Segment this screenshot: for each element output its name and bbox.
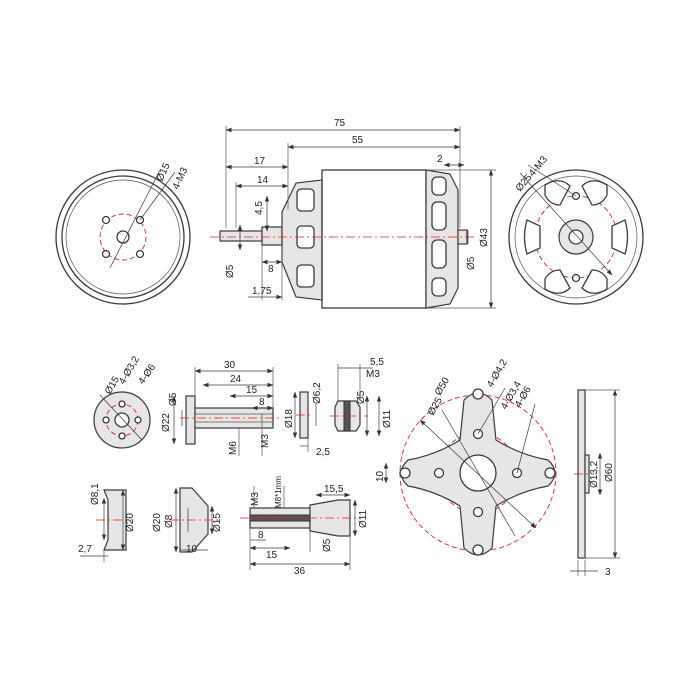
prop-adapter-side-view: 30 24 15 8 Ø22 Ø5 M6 M3 (161, 360, 280, 456)
motor-body (321, 169, 427, 309)
plate-side-view: Ø13,2 Ø60 3 (570, 389, 620, 578)
shaft-hole-icon (116, 230, 130, 244)
nut-dia-5-label: Ø5 (356, 390, 367, 404)
len-75-label: 75 (334, 118, 346, 129)
ring-len-2-7-label: 2,7 (78, 544, 92, 555)
ring-dia-20-label: Ø20 (125, 513, 136, 532)
cone-dia-20-label: Ø20 (152, 513, 163, 532)
nut-m3-label: M3 (366, 369, 380, 380)
washer-len-2-5-label: 2,5 (316, 447, 330, 458)
shaft-5b-label: Ø5 (466, 256, 477, 270)
adapter-dia-22-label: Ø22 (161, 413, 172, 432)
rear-shaft-icon (568, 229, 584, 245)
cross-mount-view: Ø50 Ø25 4-Ø4,2 4-Ø3,4 4-Ø6 10 (375, 357, 557, 556)
plate-len-3-label: 3 (605, 567, 611, 578)
collet-dia-11-label: Ø11 (358, 509, 369, 528)
motor-rear-view: Ø25 4-M3 (508, 154, 644, 305)
cone-len-10-label: 10 (186, 544, 198, 555)
adapter-dia-5-label: Ø5 (168, 392, 179, 406)
collet-len-8-label: 8 (258, 530, 264, 541)
len-1-75-label: 1,75 (252, 286, 272, 297)
cone-side-view: Ø20 Ø8 Ø15 10 (152, 487, 223, 555)
prop-adapter-front-view: Ø15 4-Ø3,2 4-Ø6 (93, 354, 158, 449)
collet-len-15-5-label: 15,5 (324, 484, 344, 495)
mount-hole-icon (101, 249, 111, 259)
len-14-label: 14 (257, 175, 269, 186)
washer-side-view: Ø18 Ø6,2 2,5 (284, 382, 330, 458)
nut-dia-11-label: Ø11 (382, 409, 393, 428)
mount-dia-25-label: Ø25 (426, 395, 445, 417)
ring-side-view: Ø8,1 Ø20 2,7 (78, 483, 136, 562)
nut-len-5-5-label: 5,5 (370, 357, 384, 368)
adapter-len-30-label: 30 (224, 360, 236, 371)
ring-dia-8-1-label: Ø8,1 (90, 483, 101, 505)
mount-len-10-label: 10 (375, 470, 386, 482)
nut-side-view: 5,5 M3 Ø5 Ø11 (330, 357, 393, 437)
adapter-len-15-label: 15 (246, 385, 258, 396)
adapter-len-8-label: 8 (259, 397, 265, 408)
cone-dia-8-label: Ø8 (164, 514, 175, 528)
plate-dia-13-2-label: Ø13,2 (589, 460, 600, 488)
adapter-holes-6-label: 4-Ø6 (136, 362, 158, 387)
collet-len-15-label: 15 (266, 550, 278, 561)
len-2-label: 2 (437, 154, 443, 165)
adapter-m6-label: M6 (228, 441, 239, 455)
shaft (219, 230, 263, 242)
washer-dia-6-2-label: Ø6,2 (312, 382, 323, 404)
front-thread-label: 4-M3 (171, 166, 191, 192)
plate-dia-60-label: Ø60 (604, 463, 615, 482)
cone-dia-15-label: Ø15 (212, 513, 223, 532)
shaft-5-label: Ø5 (225, 264, 236, 278)
adapter-m3-label: M3 (260, 434, 271, 448)
collet-dia-5-label: Ø5 (322, 538, 333, 552)
len-4-5-label: 4,5 (254, 201, 265, 215)
len-8-label: 8 (268, 264, 274, 275)
mount-dia-50-label: Ø50 (433, 375, 452, 397)
washer-dia-18-label: Ø18 (284, 409, 295, 428)
mount-holes-4-2-label: 4-Ø4,2 (485, 357, 510, 389)
motor-side-view: 75 55 17 14 2 4,5 8 1,75 Ø5 Ø5 Ø43 (210, 118, 496, 309)
body-43-label: Ø43 (479, 228, 490, 247)
adapter-len-24-label: 24 (230, 374, 242, 385)
collet-m3-label: M3 (250, 492, 261, 506)
rear-thread-label: 4-M3 (527, 154, 550, 179)
len-17-label: 17 (254, 156, 266, 167)
len-55-label: 55 (352, 135, 364, 146)
collet-m8-label: M8*1mm (274, 476, 283, 508)
motor-front-view: Ø15 4-M3 (55, 161, 191, 305)
collet-len-36-label: 36 (294, 566, 306, 577)
mount-hole-icon (101, 215, 111, 225)
shaft-collet-side-view: M3 M8*1mm 15,5 Ø11 8 Ø5 15 36 (240, 476, 369, 577)
front-dia-15-label: Ø15 (155, 161, 173, 183)
mount-hole-icon (135, 249, 145, 259)
